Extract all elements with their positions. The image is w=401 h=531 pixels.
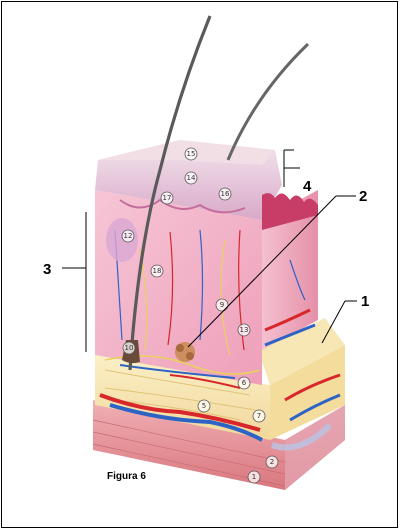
structure-number-5: 5 [198,400,210,412]
structure-number-14: 14 [185,172,197,184]
svg-text:3: 3 [43,261,51,278]
svg-text:4: 4 [303,178,312,195]
svg-text:9: 9 [220,301,224,309]
svg-text:2: 2 [359,188,367,205]
svg-text:6: 6 [242,379,247,387]
callout-4: 4 [284,150,312,195]
structure-number-13: 13 [238,324,250,336]
structure-number-17: 17 [161,192,173,204]
structure-number-7: 7 [253,410,265,422]
structure-number-9: 9 [216,299,228,311]
svg-text:15: 15 [187,150,196,158]
figure-caption: Figura 6 [107,471,146,482]
structure-number-15: 15 [185,148,197,160]
structure-number-2: 2 [266,456,278,468]
structure-number-18: 18 [151,265,163,277]
svg-text:7: 7 [257,412,261,420]
structure-number-10: 10 [123,342,135,354]
svg-text:12: 12 [124,232,133,240]
svg-text:5: 5 [202,402,206,410]
callout-3: 3 [43,212,86,352]
structure-number-1: 1 [248,471,260,483]
svg-text:1: 1 [361,293,369,310]
svg-text:2: 2 [270,458,274,466]
svg-text:17: 17 [163,194,172,202]
svg-text:14: 14 [187,174,196,182]
structure-number-6: 6 [238,377,250,389]
svg-text:18: 18 [153,267,162,275]
svg-text:10: 10 [125,344,134,352]
svg-text:16: 16 [221,190,230,198]
structure-number-12: 12 [122,230,134,242]
svg-text:1: 1 [252,473,256,481]
svg-text:13: 13 [240,326,249,334]
structure-number-16: 16 [219,188,231,200]
